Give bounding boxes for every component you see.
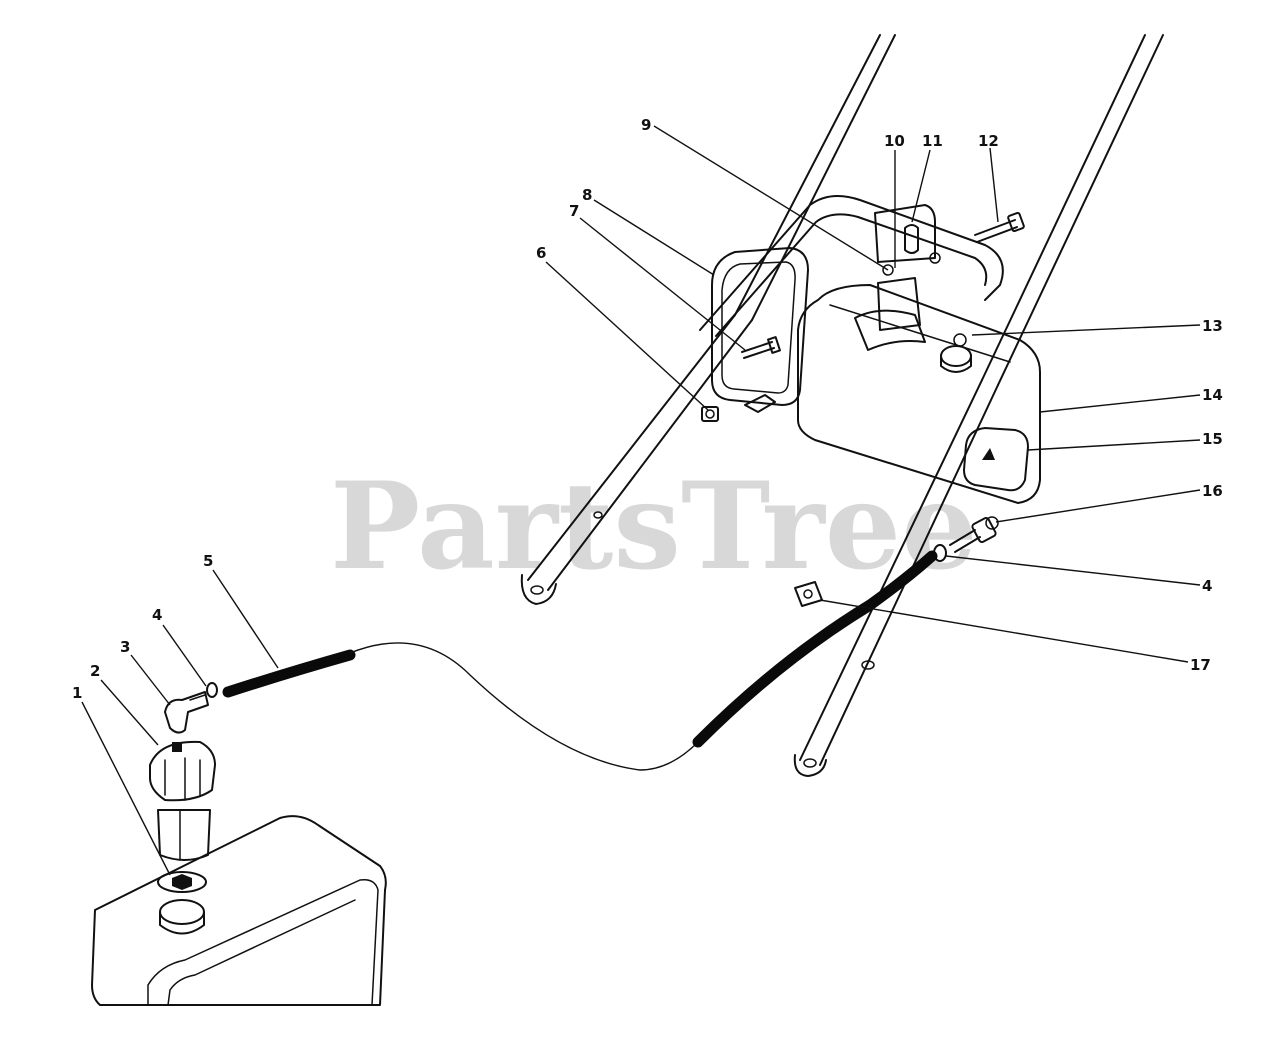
handle-assembly [520,34,1164,777]
fuel-line [222,550,938,771]
callout-13: 13 [1202,317,1223,335]
callout-8: 8 [582,186,592,204]
callout-3: 3 [120,638,130,656]
fuel-fitting-16 [949,516,999,553]
callout-14: 14 [1202,386,1223,404]
callout-9: 9 [641,116,651,134]
bolt-7 [741,336,781,359]
callout-16: 16 [1202,482,1223,500]
callout-2: 2 [90,662,100,680]
leader-lines [81,125,1201,876]
callout-5: 5 [203,552,213,570]
filter-body [157,809,211,861]
bolt-12 [974,211,1025,243]
upper-bracket [874,204,941,331]
gasket-1 [157,871,207,893]
callout-11: 11 [922,132,943,150]
callout-17: 17 [1190,656,1211,674]
callout-4-right: 4 [1202,577,1212,595]
callout-6: 6 [536,244,546,262]
callout-labels: 1 2 3 4 5 6 7 8 9 10 11 12 13 14 15 16 4… [72,116,1223,702]
filter-cap-2 [149,740,216,802]
elbow-fitting-3 [164,691,209,734]
engine-tank [91,815,387,1006]
fuel-cap-13 [940,333,972,373]
nut-6 [701,406,719,422]
callout-4-left: 4 [152,606,162,624]
left-mounting-bracket [711,247,809,413]
callout-1: 1 [72,684,82,702]
callout-10: 10 [884,132,905,150]
fuel-tank [797,284,1041,504]
watermark-text: PartsTree [330,456,977,597]
hose-clamp-left [206,682,218,698]
callout-15: 15 [1202,430,1223,448]
callout-12: 12 [978,132,999,150]
callout-7: 7 [569,202,579,220]
